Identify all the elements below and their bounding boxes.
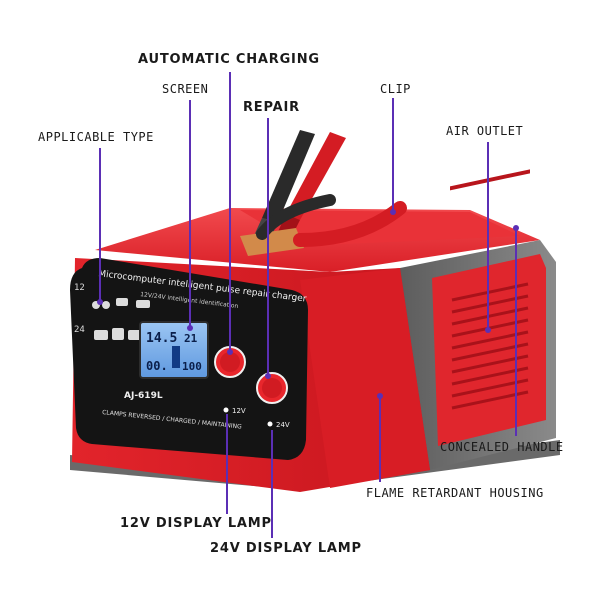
- label-clip: CLIP: [380, 82, 411, 96]
- label-flame-retardant-housing: FLAME RETARDANT HOUSING: [366, 486, 544, 500]
- applicable-type-icons: 12 24: [74, 283, 150, 340]
- label-air-outlet: AIR OUTLET: [446, 124, 524, 138]
- label-24v-display-lamp: 24V DISPLAY LAMP: [210, 541, 362, 556]
- model-number: AJ-619L: [124, 391, 163, 401]
- label-repair: REPAIR: [243, 100, 300, 115]
- svg-text:12: 12: [74, 283, 85, 293]
- svg-text:24: 24: [74, 325, 85, 335]
- lcd-top-left: 14.5: [146, 331, 177, 346]
- battery-clamps: [240, 130, 407, 256]
- lamp-24v-text: 24V: [276, 421, 290, 429]
- callout-lines: [99, 72, 517, 538]
- label-concealed-handle: CONCEALED HANDLE: [440, 440, 564, 454]
- lamp-12v-text: 12V: [232, 407, 246, 415]
- lcd-battery-icon: [172, 346, 180, 368]
- lamp-12v-led: [223, 407, 229, 413]
- lcd-bottom-right: 100: [182, 360, 202, 373]
- vent-grille: [450, 169, 530, 191]
- lcd-bottom-left: 00.: [146, 359, 168, 373]
- lcd-top-right: 21: [184, 332, 198, 345]
- label-applicable-type: APPLICABLE TYPE: [38, 130, 154, 144]
- vent-panel: [432, 254, 546, 446]
- label-automatic-charging: AUTOMATIC CHARGING: [138, 52, 320, 67]
- label-screen: SCREEN: [162, 82, 209, 96]
- label-12v-display-lamp: 12V DISPLAY LAMP: [120, 516, 272, 531]
- lamp-24v-led: [267, 421, 273, 427]
- front-housing-edge: [300, 268, 430, 488]
